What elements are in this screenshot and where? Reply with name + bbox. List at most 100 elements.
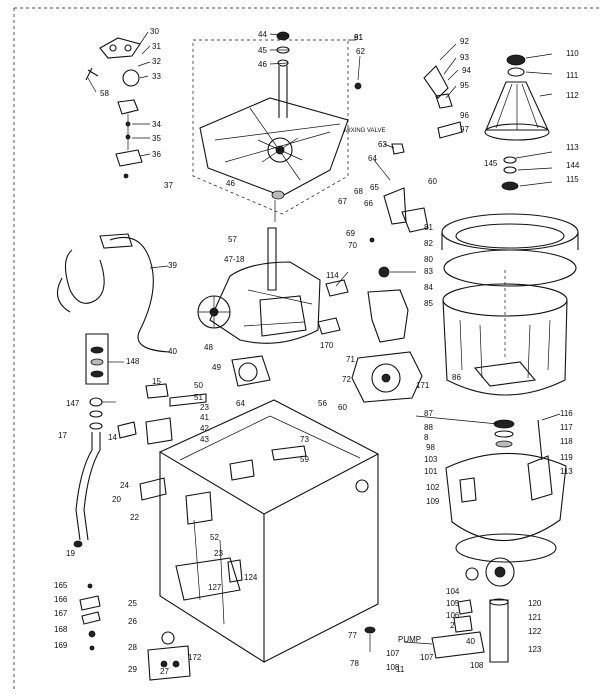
label-70: 70 [348,241,357,250]
label-170: 170 [320,341,334,350]
label-123: 123 [528,645,542,654]
label-40: 40 [168,347,177,356]
label-103: 103 [424,455,438,464]
label-pump: PUMP [398,635,421,644]
label-67: 67 [338,197,347,206]
agitator-base-plate [192,31,349,222]
label-57: 57 [228,235,237,244]
label-36: 36 [152,150,161,159]
label-172: 172 [188,653,202,662]
label-122: 122 [528,627,542,636]
label-127: 127 [208,583,222,592]
label-65: 65 [370,183,379,192]
label-25: 25 [128,599,137,608]
motor-coupling [145,355,271,407]
label-94: 94 [462,66,471,75]
water-inlet-parts [73,333,173,548]
label-96: 96 [460,111,469,120]
label-71: 71 [346,355,355,364]
label-117: 117 [560,423,573,432]
label-62: 62 [356,47,365,56]
label-60: 60 [428,177,437,186]
label-24: 24 [120,481,129,490]
label-105: 105 [446,599,460,608]
label-42: 42 [200,424,209,433]
label-86: 86 [452,373,461,382]
label-81: 81 [424,223,433,232]
label-23a: 23 [200,403,209,412]
label-106: 106 [446,611,460,620]
label-26: 26 [128,617,137,626]
label-47-18: 47-18 [224,255,245,264]
label-32: 32 [152,57,161,66]
label-112: 112 [566,91,579,100]
label-102: 102 [426,483,440,492]
drive-pulley-and-pump [431,419,567,663]
label-120: 120 [528,599,542,608]
label-168: 168 [54,625,68,634]
label-167: 167 [54,609,68,618]
label-37: 37 [164,181,173,190]
label-34: 34 [152,120,161,129]
label-23b: 23 [214,549,223,558]
label-28: 28 [128,643,137,652]
transmission-assembly [197,227,321,344]
label-66: 66 [364,199,373,208]
label-61: 61 [354,33,363,42]
label-69: 69 [346,229,355,238]
label-114: 114 [326,271,339,280]
label-91: 91 [354,33,363,42]
label-107b: 107 [420,653,434,662]
label-97: 97 [460,125,469,134]
label-43: 43 [200,435,209,444]
label-171: 171 [416,381,430,390]
label-107: 107 [386,649,400,658]
mixing-valve-area [354,82,429,243]
label-41: 41 [200,413,209,422]
label-33: 33 [152,72,161,81]
label-93: 93 [460,53,469,62]
label-80: 80 [424,255,433,264]
outer-tub-and-basket [441,213,579,396]
label-31: 31 [152,42,161,51]
label-108: 108 [386,663,400,672]
label-165: 165 [54,581,68,590]
label-88: 88 [424,423,433,432]
label-110: 110 [566,49,579,58]
label-35: 35 [152,134,161,143]
label-50: 50 [194,381,203,390]
label-45: 45 [258,46,267,55]
label-68: 68 [354,187,363,196]
spin-tube-hardware [423,65,463,139]
label-92: 92 [460,37,469,46]
page-border [13,7,600,690]
label-72: 72 [342,375,351,384]
label-87: 87 [424,409,433,418]
label-46a: 46 [258,60,267,69]
label-85: 85 [424,299,433,308]
label-113: 113 [566,143,579,152]
label-2: 2 [450,621,455,630]
label-148: 148 [126,357,140,366]
label-44: 44 [258,30,267,39]
label-124: 124 [244,573,258,582]
label-14: 14 [108,433,117,442]
label-39: 39 [168,261,177,270]
label-56: 56 [318,399,327,408]
label-116: 116 [560,409,573,418]
label-11: 11 [396,665,405,674]
label-98: 98 [426,443,435,452]
top-left-hardware [85,37,143,179]
label-166: 166 [54,595,68,604]
label-101: 101 [424,467,438,476]
label-63: 63 [378,140,387,149]
mixing-valve-callout: MIXING VALVE [344,128,385,134]
label-19: 19 [66,549,75,558]
label-95: 95 [460,81,469,90]
label-111: 111 [566,71,579,80]
label-108b: 108 [470,661,484,670]
label-64: 64 [368,154,377,163]
label-60b: 60 [338,403,347,412]
